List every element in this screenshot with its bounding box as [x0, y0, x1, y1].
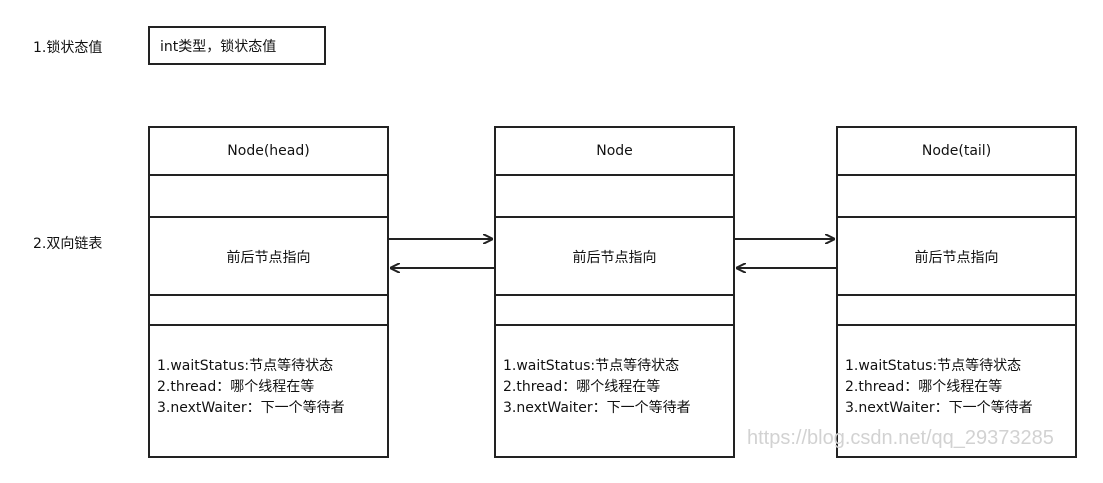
node-pointer-row: 前后节点指向 — [496, 216, 733, 296]
node-middle: Node 前后节点指向 1.waitStatus:节点等待状态 2.thread… — [494, 126, 735, 458]
node-field: 1.waitStatus:节点等待状态 — [503, 358, 680, 374]
node-fields: 1.waitStatus:节点等待状态 2.thread：哪个线程在等 3.ne… — [838, 324, 1075, 456]
linked-list-label: 2.双向链表 — [33, 236, 103, 252]
node-pointer-text: 前后节点指向 — [226, 250, 311, 266]
node-tail: Node(tail) 前后节点指向 1.waitStatus:节点等待状态 2.… — [836, 126, 1077, 458]
node-field: 3.nextWaiter：下一个等待者 — [157, 400, 345, 416]
node-title: Node — [596, 143, 633, 159]
node-title: Node(head) — [227, 143, 310, 159]
node-fields: 1.waitStatus:节点等待状态 2.thread：哪个线程在等 3.ne… — [496, 324, 733, 456]
node-empty-row — [150, 174, 387, 218]
node-empty-row — [496, 294, 733, 326]
node-pointer-text: 前后节点指向 — [572, 250, 657, 266]
node-title: Node(tail) — [921, 143, 992, 159]
node-field: 1.waitStatus:节点等待状态 — [157, 358, 334, 374]
node-field: 3.nextWaiter：下一个等待者 — [503, 400, 691, 416]
node-fields: 1.waitStatus:节点等待状态 2.thread：哪个线程在等 3.ne… — [150, 324, 387, 456]
node-field: 2.thread：哪个线程在等 — [157, 379, 315, 395]
lock-state-label: 1.锁状态值 — [33, 40, 103, 56]
watermark: https://blog.csdn.net/qq_29373285 — [747, 427, 1054, 449]
node-field: 2.thread：哪个线程在等 — [845, 379, 1003, 395]
node-empty-row — [150, 294, 387, 326]
node-empty-row — [838, 294, 1075, 326]
lock-state-box: int类型，锁状态值 — [148, 26, 326, 65]
node-pointer-text: 前后节点指向 — [914, 250, 999, 266]
lock-state-box-text: int类型，锁状态值 — [160, 38, 277, 55]
node-field: 1.waitStatus:节点等待状态 — [845, 358, 1022, 374]
node-empty-row — [838, 174, 1075, 218]
node-pointer-row: 前后节点指向 — [150, 216, 387, 296]
node-head: Node(head) 前后节点指向 1.waitStatus:节点等待状态 2.… — [148, 126, 389, 458]
node-field: 3.nextWaiter：下一个等待者 — [845, 400, 1033, 416]
node-empty-row — [496, 174, 733, 218]
node-pointer-row: 前后节点指向 — [838, 216, 1075, 296]
node-field: 2.thread：哪个线程在等 — [503, 379, 661, 395]
